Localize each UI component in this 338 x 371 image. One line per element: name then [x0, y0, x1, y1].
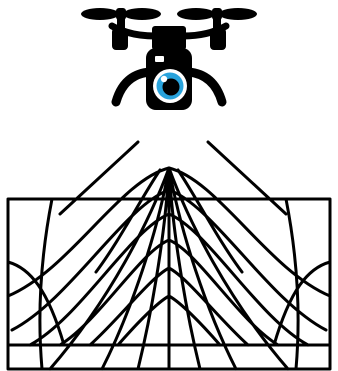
drone-right-motor — [210, 28, 226, 50]
mesh-scan-icon — [8, 168, 330, 369]
drone-icon — [81, 8, 257, 110]
scan-beam-left — [60, 142, 138, 214]
mesh-side-right-outer — [274, 262, 330, 345]
camera-indicator — [155, 56, 164, 62]
camera-lens-icon — [153, 69, 187, 103]
drone-right-landing-leg — [188, 72, 222, 102]
mesh-side-left-outer — [8, 262, 64, 345]
drone-body — [152, 26, 186, 50]
drone-left-motor — [112, 28, 128, 50]
drone-left-landing-leg — [116, 72, 150, 102]
